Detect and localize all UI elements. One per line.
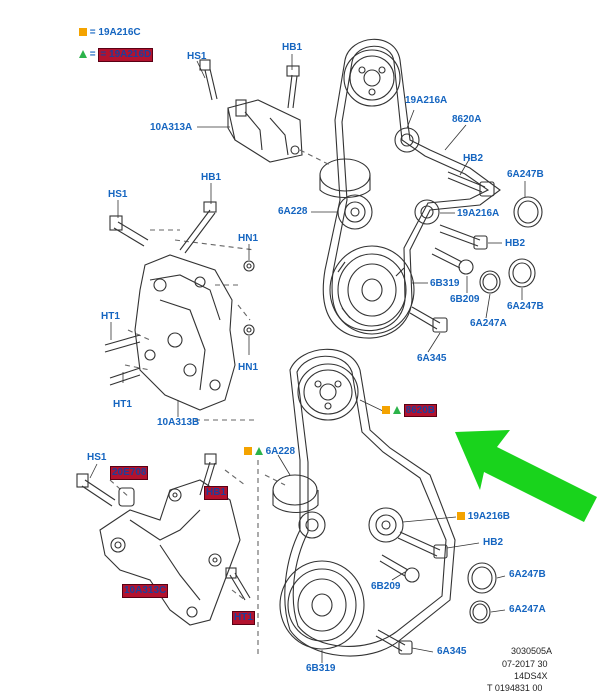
tensioner-6a228-top-drawing: [319, 158, 373, 230]
callout-hs1-low[interactable]: HS1: [87, 452, 107, 463]
legend-square-text: = 19A216C: [89, 27, 141, 38]
legend-triangle-row: = = 19A216D: [79, 48, 154, 62]
callout-hb2-mid[interactable]: HB2: [505, 238, 526, 249]
footer-line-4: T 0194831 00: [487, 683, 543, 691]
bracket-10a313c-drawing: [76, 453, 251, 626]
callout-hb1-mid[interactable]: HB1: [201, 172, 222, 183]
callout-6a247a-top[interactable]: 6A247A: [470, 318, 507, 329]
bolt-hb2-top-drawing: [447, 171, 495, 197]
callout-hn1-b[interactable]: HN1: [238, 362, 259, 373]
footer-line-2: 07-2017 30: [502, 659, 548, 669]
spacer-drawing: [431, 247, 474, 275]
callout-highlight-a[interactable]: 20E708: [110, 466, 149, 480]
pulley-6b319-low-drawing: [279, 560, 365, 650]
callout-highlight-b[interactable]: HB1: [204, 486, 229, 500]
callout-highlight-c[interactable]: 10A313C: [122, 584, 169, 598]
cap-6a247b-low-drawing: [467, 562, 497, 594]
square-marker-icon: [457, 512, 465, 521]
triangle-marker-icon: [254, 447, 263, 456]
callout-6b319-low[interactable]: 6B319: [306, 663, 336, 674]
square-marker-icon: [79, 28, 87, 37]
idler-19a216a-mid-drawing: [414, 199, 440, 225]
callout-hb1-top[interactable]: HB1: [282, 42, 303, 53]
callout-6a247b-top[interactable]: 6A247B: [507, 169, 544, 180]
callout-highlight-d[interactable]: HT1: [232, 611, 255, 625]
callout-6b319-top[interactable]: 6B319: [430, 278, 460, 289]
callout-6a247b-mid[interactable]: 6A247B: [507, 301, 544, 312]
square-marker-icon: [382, 406, 390, 415]
leader-lines: [89, 54, 526, 663]
callout-hb2-top[interactable]: HB2: [463, 153, 484, 164]
legend-square-row: = 19A216C: [79, 27, 141, 39]
bolt-hb2-mid-drawing: [439, 224, 488, 250]
triangle-marker-icon: [79, 50, 87, 59]
seal-6b209-top-drawing: [479, 270, 501, 294]
pulley-low-top-drawing: [297, 363, 359, 421]
callout-10a313b[interactable]: 10A313B: [157, 417, 200, 428]
legend-triangle-text[interactable]: = 19A216D: [98, 48, 154, 62]
pulley-6b319-top-drawing: [329, 245, 415, 335]
callout-6a228-low[interactable]: 6A228: [265, 446, 296, 457]
callout-6a345-top[interactable]: 6A345: [417, 353, 447, 364]
belt-8620a: [322, 38, 501, 339]
alignment-lines: [109, 149, 331, 655]
green-arrow: [455, 430, 597, 522]
callout-8620b-row: 8620B: [382, 404, 438, 417]
callout-hn1-a[interactable]: HN1: [238, 233, 259, 244]
bracket-10a313b-drawing: [104, 201, 255, 411]
callout-6a247b-low[interactable]: 6A247B: [509, 569, 546, 580]
bolt-6a345-top-drawing: [409, 306, 448, 333]
callout-19a216b-row: 19A216B: [457, 511, 510, 523]
callout-6a228-top[interactable]: 6A228: [278, 206, 308, 217]
footer-line-1: 3030505A: [511, 646, 553, 656]
footer-line-3: 14DS4X: [514, 671, 548, 681]
callout-hs1-top[interactable]: HS1: [187, 51, 207, 62]
tensioner-6a228-low-drawing: [272, 474, 326, 539]
bracket-10a313a-drawing: [199, 59, 303, 163]
spacer-low-drawing: [379, 554, 420, 583]
callout-hs1-mid[interactable]: HS1: [108, 189, 128, 200]
callout-8620b[interactable]: 8620B: [403, 404, 438, 417]
callout-19a216b[interactable]: 19A216B: [467, 511, 511, 522]
callout-19a216a-top[interactable]: 19A216A: [405, 95, 448, 106]
callout-ht1-b[interactable]: HT1: [113, 399, 132, 410]
callout-19a216a-idler[interactable]: 19A216A: [457, 208, 500, 219]
callout-ht1-a[interactable]: HT1: [101, 311, 120, 322]
bolt-6a345-low-drawing: [375, 629, 413, 655]
idler-19a216a-top-drawing: [394, 127, 420, 153]
cap-6a247a-low-drawing: [469, 600, 491, 624]
callout-6a228-low-row: 6A228: [244, 446, 295, 458]
callout-10a313a[interactable]: 10A313A: [150, 122, 193, 133]
bolt-hb2-low-drawing: [397, 531, 448, 559]
callout-8620a[interactable]: 8620A: [452, 114, 482, 125]
callout-hb2-low[interactable]: HB2: [483, 537, 504, 548]
callout-6a247a-low[interactable]: 6A247A: [509, 604, 546, 615]
cap-6a247b-mid-drawing: [508, 258, 536, 288]
idler-19a216b-drawing: [368, 507, 404, 543]
callout-6a345-low[interactable]: 6A345: [437, 646, 467, 657]
cap-6a247b-top-drawing: [513, 196, 543, 228]
pulley-top-large: [343, 49, 401, 107]
callout-6b209-top[interactable]: 6B209: [450, 294, 480, 305]
belt-8620b: [284, 348, 456, 657]
triangle-marker-icon: [392, 406, 401, 415]
callout-6b209-low[interactable]: 6B209: [371, 581, 401, 592]
legend-triangle-eq: =: [89, 49, 96, 60]
square-marker-icon: [244, 447, 252, 456]
